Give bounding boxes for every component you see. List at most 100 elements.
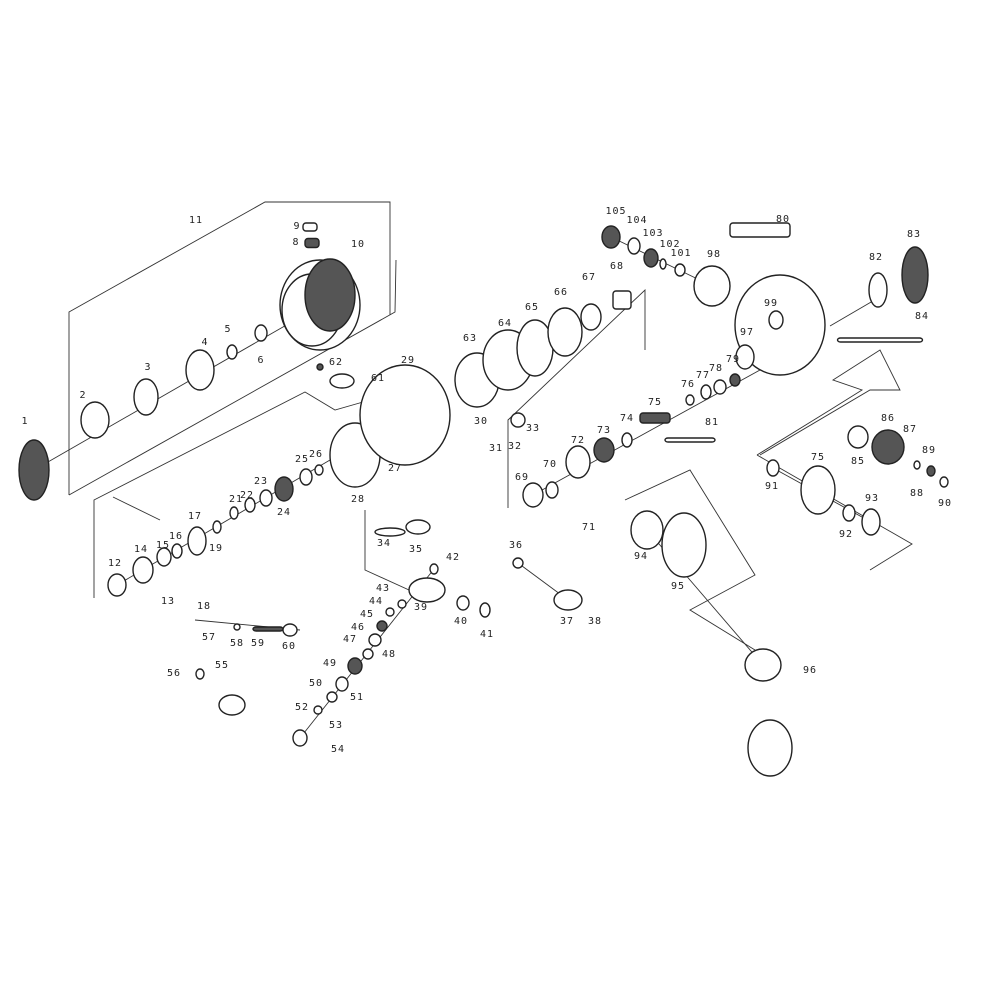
spool-line-area-part [304, 258, 356, 332]
part-label: 77 [696, 370, 710, 381]
spool-group-outline [68, 201, 391, 495]
screw-part [195, 668, 205, 680]
washer-part [700, 384, 712, 400]
part-label: 52 [295, 702, 309, 713]
part-label: 27 [388, 463, 402, 474]
part-label: 10 [351, 239, 365, 250]
handle-group-outline [624, 469, 756, 651]
part-label: 43 [376, 583, 390, 594]
part-label: 96 [803, 665, 817, 676]
bushing-part [254, 324, 268, 342]
body-guard-part [901, 246, 929, 304]
washer-part [842, 504, 856, 522]
part-label: 5 [224, 324, 231, 335]
part-label: 67 [582, 272, 596, 283]
part-label: 73 [597, 425, 611, 436]
o-ring-part [627, 237, 641, 255]
part-label: 64 [498, 318, 512, 329]
part-label: 75 [648, 397, 662, 408]
part-label: 26 [309, 449, 323, 460]
part-label: 11 [189, 215, 203, 226]
bearing-part [593, 437, 615, 463]
part-label: 14 [134, 544, 148, 555]
part-label: 22 [240, 490, 254, 501]
bushing-part [612, 290, 632, 310]
part-label: 50 [309, 678, 323, 689]
part-label: 33 [526, 423, 540, 434]
part-label: 12 [108, 558, 122, 569]
part-label: 44 [369, 596, 383, 607]
collar-part [335, 676, 349, 692]
washer-part [385, 607, 395, 617]
part-label: 25 [295, 454, 309, 465]
part-label: 90 [938, 498, 952, 509]
rotor-nut-part [132, 556, 154, 584]
washer-part [847, 425, 869, 449]
part-label: 58 [230, 638, 244, 649]
bearing-part [376, 620, 388, 632]
part-label: 63 [463, 333, 477, 344]
collar-part [259, 489, 273, 507]
oscillation-group-outline [829, 297, 879, 327]
part-label: 102 [659, 239, 680, 250]
bail-holder-part [292, 729, 308, 747]
bearing-part [156, 547, 172, 567]
part-label: 18 [197, 601, 211, 612]
bail-arm-part [408, 577, 446, 603]
screw-part [429, 563, 439, 575]
part-label: 57 [202, 632, 216, 643]
part-label: 84 [915, 311, 929, 322]
bearing-part [926, 465, 936, 477]
part-label: 59 [251, 638, 265, 649]
holder-part [282, 623, 298, 637]
part-label: 48 [382, 649, 396, 660]
rotor-group-outline [93, 391, 371, 598]
bail-wire-guide-part [374, 527, 406, 537]
part-label: 70 [543, 459, 557, 470]
bearing-part [729, 373, 741, 387]
part-label: 4 [201, 337, 208, 348]
seal-part [547, 307, 583, 357]
washer-part [512, 557, 524, 569]
part-label: 51 [350, 692, 364, 703]
washer-part [326, 691, 338, 703]
part-label: 54 [331, 744, 345, 755]
part-label: 76 [681, 379, 695, 390]
ring-part [244, 497, 256, 513]
part-label: 69 [515, 472, 529, 483]
drive-gear-part [800, 465, 836, 515]
bearing-part [713, 379, 727, 395]
part-label: 89 [922, 445, 936, 456]
part-label: 104 [626, 215, 647, 226]
bearing-part [643, 248, 659, 268]
part-label: 2 [79, 390, 86, 401]
part-label: 88 [910, 488, 924, 499]
washer-part [397, 599, 407, 609]
part-label: 101 [670, 248, 691, 259]
part-label: 8 [292, 237, 299, 248]
part-label: 41 [480, 629, 494, 640]
part-label: 105 [605, 206, 626, 217]
spring-part [212, 520, 222, 534]
part-label: 36 [509, 540, 523, 551]
bushing-part [766, 459, 780, 477]
handle-knob-part [744, 648, 782, 682]
washer-part [362, 648, 374, 660]
line-roller-part [405, 519, 431, 535]
ring-part [685, 394, 695, 406]
part-label: 65 [525, 302, 539, 313]
part-label: 103 [642, 228, 663, 239]
part-label: 45 [360, 609, 374, 620]
spool-clip-part [302, 222, 318, 232]
bail-trip-part [187, 526, 207, 556]
collar-part [314, 464, 324, 476]
handle-cap-part [661, 512, 707, 578]
part-label: 47 [343, 634, 357, 645]
washer-part [171, 543, 183, 559]
spring-part [252, 626, 284, 632]
part-label: 38 [588, 616, 602, 627]
part-label: 79 [726, 354, 740, 365]
part-label: 62 [329, 357, 343, 368]
part-label: 53 [329, 720, 343, 731]
o-ring-part [580, 303, 602, 331]
